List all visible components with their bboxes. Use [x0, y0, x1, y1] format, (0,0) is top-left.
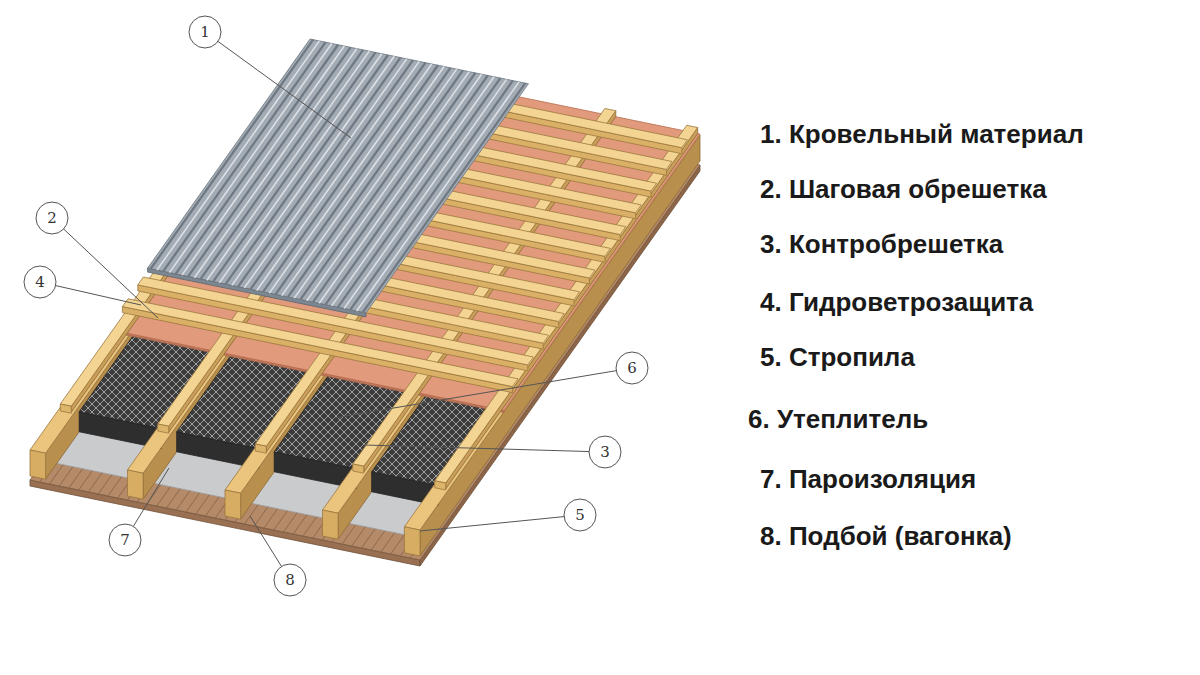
callout-circle: 3	[588, 435, 622, 469]
counter-batten-end	[435, 481, 446, 490]
legend-row: 4. Гидроветрозащита	[760, 288, 1033, 318]
sheet-ridge	[344, 79, 506, 308]
callout-number: 4	[35, 275, 45, 290]
counter-batten-end	[255, 444, 266, 453]
sheet-ridge	[363, 83, 525, 312]
rafter-end	[225, 490, 241, 519]
callout-ring	[36, 202, 68, 234]
legend-text: 6. Утеплитель	[748, 404, 928, 434]
callout-circle: 6	[615, 351, 649, 385]
callout-number: 2	[47, 211, 57, 226]
leader-line	[364, 445, 605, 452]
sheet-ridge	[338, 78, 500, 307]
callout-ring	[274, 564, 306, 596]
leader-line	[334, 368, 632, 418]
callout-circle: 4	[23, 265, 57, 299]
sheet-ridge	[325, 75, 487, 304]
legend-row: 2. Шаговая обрешетка	[760, 175, 1047, 205]
counter-batten-end	[158, 424, 169, 433]
legend-text: 2. Шаговая обрешетка	[760, 174, 1047, 204]
legend-row: 8. Подбой (вагонка)	[760, 522, 1012, 552]
callout-circle: 8	[273, 563, 307, 597]
callout-number: 6	[627, 361, 637, 376]
legend-text: 3. Контробрешетка	[760, 229, 1003, 259]
callout-ring	[189, 16, 221, 48]
sheet-ridge	[319, 74, 481, 303]
leader-line	[52, 218, 158, 318]
leader-lines	[40, 32, 632, 580]
callout-ring	[589, 436, 621, 468]
callout-circle: 5	[563, 498, 597, 532]
legend-row: 3. Контробрешетка	[760, 230, 1003, 260]
rafter-end	[323, 510, 339, 539]
sheet-ridge	[332, 77, 494, 306]
callout-ring	[24, 266, 56, 298]
legend-text: 8. Подбой (вагонка)	[760, 521, 1012, 551]
callout-number: 7	[120, 533, 130, 548]
rafter-end	[30, 450, 46, 479]
rafter-end	[404, 527, 420, 556]
legend-text: 7. Пароизоляция	[760, 464, 976, 494]
counter-batten-end	[60, 404, 71, 413]
corrugated-sheet	[148, 39, 529, 313]
sheet-ridge	[350, 81, 512, 310]
legend-text: 5. Стропила	[760, 342, 915, 372]
callout-ring	[564, 499, 596, 531]
rafter-end	[128, 470, 144, 499]
legend-text: 4. Гидроветрозащита	[760, 287, 1033, 317]
leader-line	[420, 515, 580, 531]
callout-ring	[109, 524, 141, 556]
legend-row: 6. Утеплитель	[748, 405, 928, 435]
counter-batten-end	[353, 464, 364, 473]
legend-text: 1. Кровельный материал	[760, 119, 1084, 149]
callout-circle: 1	[188, 15, 222, 49]
callout-ring	[616, 352, 648, 384]
legend-row: 5. Стропила	[760, 343, 915, 373]
legend-row: 1. Кровельный материал	[760, 120, 1084, 150]
legend-row: 7. Пароизоляция	[760, 465, 976, 495]
callout-number: 8	[285, 573, 295, 588]
roof-layers	[30, 39, 700, 566]
callout-number: 3	[600, 445, 610, 460]
callout-circle: 2	[35, 201, 69, 235]
callout-number: 1	[200, 25, 210, 40]
callout-number: 5	[575, 508, 585, 523]
leader-line	[205, 32, 351, 138]
callout-circle: 7	[108, 523, 142, 557]
sheet-ridge	[357, 82, 519, 311]
